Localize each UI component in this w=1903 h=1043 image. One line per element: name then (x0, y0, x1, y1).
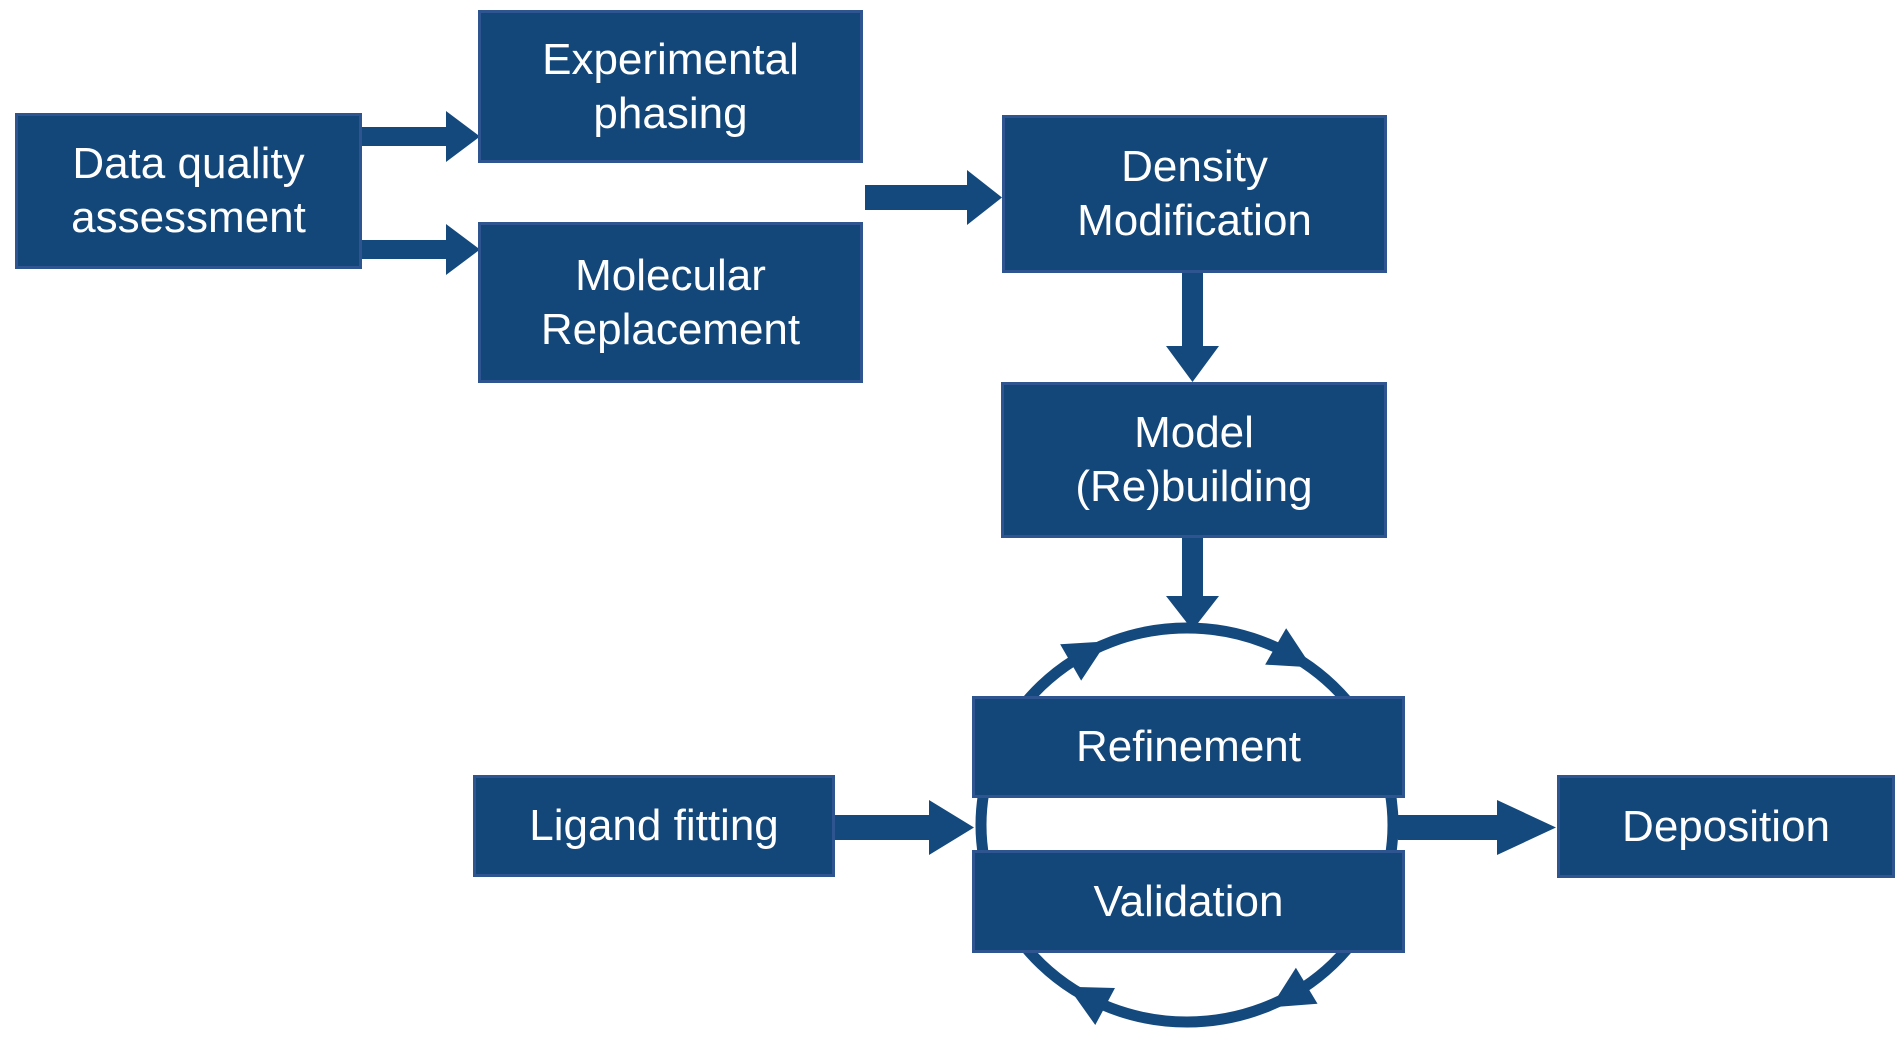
cycle-arrowhead-top-left (1060, 641, 1108, 681)
box-experimental-phasing-label: Experimental phasing (542, 34, 799, 138)
cycle-ring (975, 622, 1399, 1028)
box-data-quality-assessment-label: Data quality assessment (71, 139, 306, 242)
box-ligand-fitting: Ligand fitting (473, 775, 835, 877)
box-molecular-replacement: Molecular Replacement (478, 222, 863, 383)
cycle-arrowhead-bottom-right (1270, 967, 1318, 1008)
box-data-quality-assessment: Data quality assessment (15, 113, 362, 269)
arrow-ligand-to-cycle (835, 800, 974, 855)
box-ligand-fitting-label: Ligand fitting (529, 801, 779, 851)
arrow-cycle-to-deposition (1398, 800, 1556, 855)
box-model-rebuilding: Model (Re)building (1001, 382, 1387, 538)
box-density-modification-label: Density Modification (1077, 142, 1312, 245)
box-deposition-label: Deposition (1622, 801, 1830, 851)
box-molecular-replacement-label: Molecular Replacement (540, 250, 801, 354)
box-refinement: Refinement (972, 696, 1405, 798)
arrow-phasing-to-density (865, 170, 1002, 225)
box-model-rebuilding-label: Model (Re)building (1075, 408, 1313, 511)
box-refinement-label: Refinement (1075, 722, 1301, 772)
box-experimental-phasing: Experimental phasing (478, 10, 863, 163)
box-density-modification: Density Modification (1002, 115, 1387, 273)
arrow-model-to-cycle (1166, 538, 1219, 630)
box-validation-label: Validation (1093, 876, 1284, 926)
arrow-dataquality-to-experimental (362, 111, 480, 162)
box-validation: Validation (972, 850, 1405, 953)
arrow-density-to-model (1166, 273, 1219, 382)
arrow-dataquality-to-molecular (362, 224, 480, 275)
cycle-arrowhead-bottom-left (1068, 986, 1115, 1026)
box-deposition: Deposition (1557, 775, 1895, 878)
cycle-arrowhead-top-right (1265, 628, 1313, 668)
